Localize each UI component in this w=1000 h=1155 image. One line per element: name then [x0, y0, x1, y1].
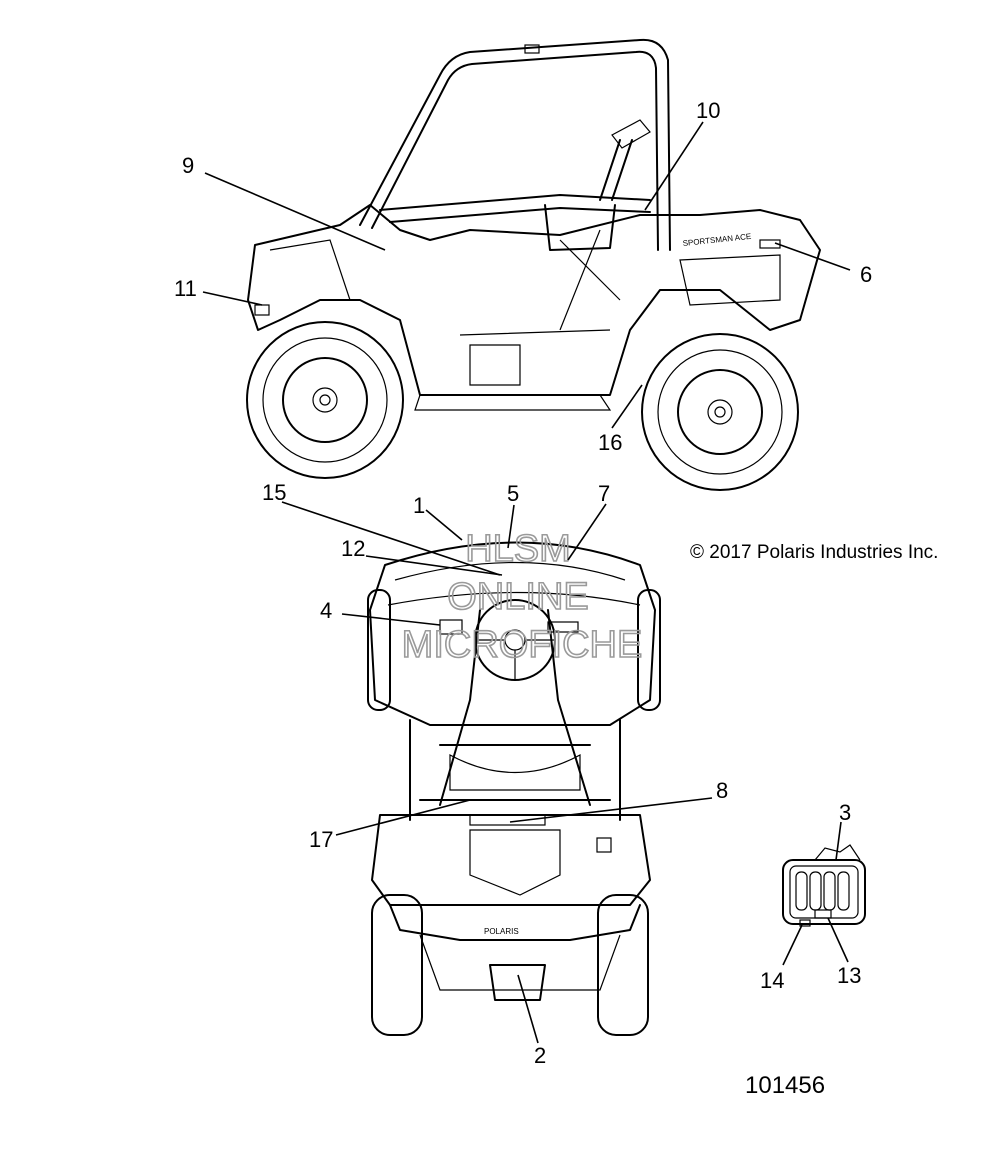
callout-1: 1 — [413, 493, 425, 518]
rear-wheel — [641, 333, 799, 491]
detail-inset — [782, 844, 866, 927]
watermark-line-2: ONLINE — [447, 576, 588, 618]
callout-17: 17 — [309, 827, 333, 852]
callout-14: 14 — [760, 968, 784, 993]
rear-decal-text: POLARIS — [484, 927, 519, 936]
watermark-line-3: MICROFICHE — [402, 624, 643, 666]
callout-15: 15 — [262, 480, 286, 505]
watermark: HLSM ONLINE MICROFICHE — [401, 527, 643, 667]
callout-16: 16 — [598, 430, 622, 455]
callout-12: 12 — [341, 536, 365, 561]
callout-4: 4 — [320, 598, 332, 623]
callout-labels: 9 10 11 6 16 15 1 5 7 12 4 8 17 2 3 14 1… — [174, 98, 872, 1068]
callout-7: 7 — [598, 481, 610, 506]
front-wheel — [246, 321, 404, 479]
callout-8: 8 — [716, 778, 728, 803]
callout-11: 11 — [174, 276, 197, 301]
callout-13: 13 — [837, 963, 861, 988]
callout-10: 10 — [696, 98, 720, 123]
top-view-vehicle: POLARIS — [367, 541, 661, 1036]
side-decal-text: SPORTSMAN ACE — [682, 232, 751, 248]
side-view-vehicle: SPORTSMAN ACE — [246, 38, 821, 491]
callout-6: 6 — [860, 262, 872, 287]
callout-9: 9 — [182, 153, 194, 178]
copyright-notice: © 2017 Polaris Industries Inc. — [690, 542, 938, 563]
callout-5: 5 — [507, 481, 519, 506]
leader-lines — [202, 121, 851, 1044]
figure-number: 101456 — [745, 1072, 825, 1099]
callout-2: 2 — [534, 1043, 546, 1068]
callout-3: 3 — [839, 800, 851, 825]
watermark-line-1: HLSM — [465, 528, 571, 570]
